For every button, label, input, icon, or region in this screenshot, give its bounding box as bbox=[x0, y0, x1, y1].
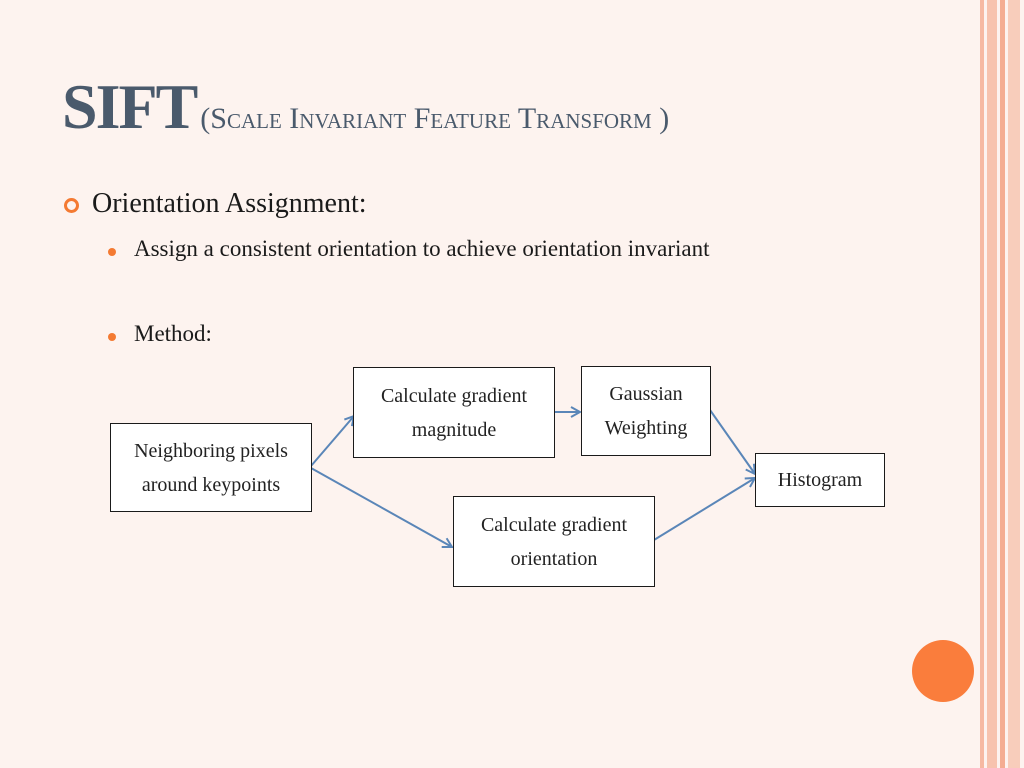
node-gradient-magnitude: Calculate gradient magnitude bbox=[353, 367, 555, 458]
arrow-gaussian-to-histogram bbox=[709, 409, 755, 474]
decorative-circle bbox=[912, 640, 974, 702]
decorative-stripes bbox=[978, 0, 1024, 768]
title-subtitle: (Scale Invariant Feature Transform ) bbox=[200, 102, 670, 135]
node-gradient-orientation: Calculate gradient orientation bbox=[453, 496, 655, 587]
stripe bbox=[1008, 0, 1020, 768]
node-label: Neighboring pixels around keypoints bbox=[134, 439, 288, 496]
bullet-dot-icon bbox=[108, 248, 116, 256]
sub-bullet-method: Method: bbox=[134, 321, 212, 346]
stripe bbox=[1000, 0, 1005, 768]
stripe bbox=[980, 0, 984, 768]
slide-title: SIFT(Scale Invariant Feature Transform ) bbox=[62, 70, 669, 144]
node-gaussian-weighting: Gaussian Weighting bbox=[581, 366, 711, 456]
bullet-dot-icon bbox=[108, 333, 116, 341]
sub-bullet-assign: Assign a consistent orientation to achie… bbox=[134, 236, 710, 261]
stripe bbox=[987, 0, 997, 768]
arrow-orientation-to-histogram bbox=[653, 478, 755, 541]
node-neighboring-pixels: Neighboring pixels around keypoints bbox=[110, 423, 312, 512]
node-label: Gaussian Weighting bbox=[604, 383, 688, 439]
node-label: Histogram bbox=[777, 469, 863, 491]
arrow-neighboring-to-orientation bbox=[310, 467, 452, 547]
node-histogram: Histogram bbox=[755, 453, 885, 507]
title-main: SIFT bbox=[62, 71, 198, 142]
bullet-ring-icon bbox=[64, 198, 79, 213]
arrow-neighboring-to-magnitude bbox=[310, 416, 354, 467]
bullet-orientation-assignment: Orientation Assignment: bbox=[92, 188, 367, 219]
node-label: Calculate gradient magnitude bbox=[380, 384, 528, 441]
node-label: Calculate gradient orientation bbox=[480, 513, 628, 570]
